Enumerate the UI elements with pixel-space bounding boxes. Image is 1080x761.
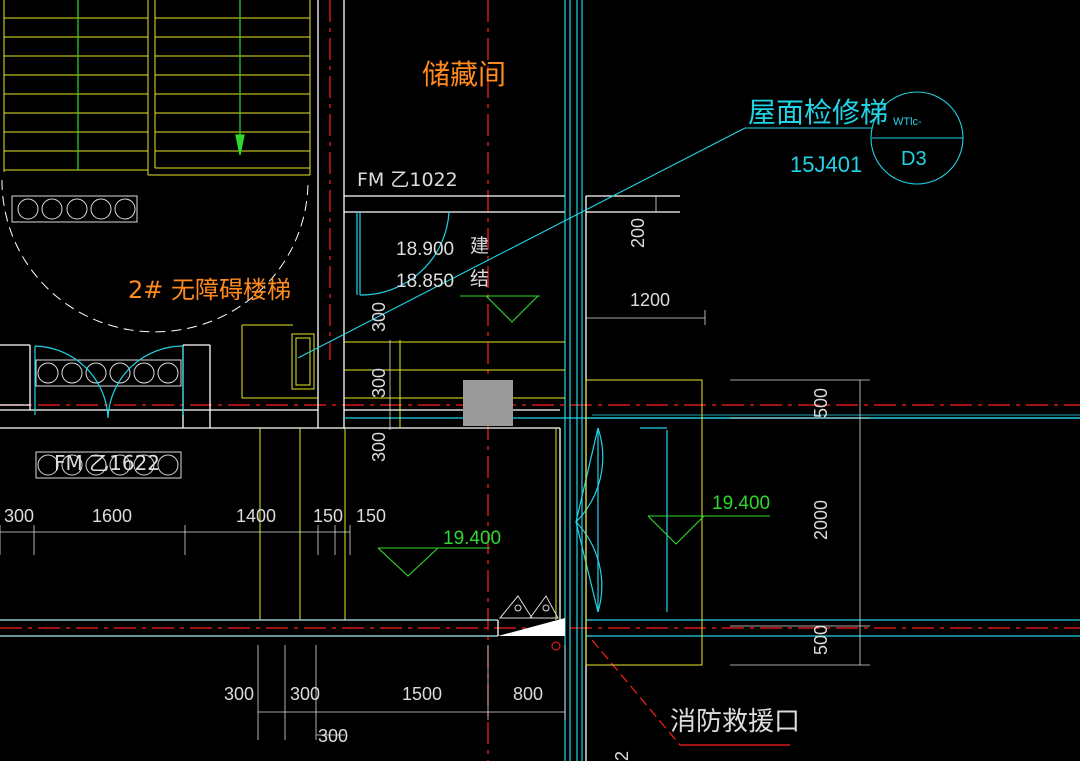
- callout-top: WTlc-: [893, 116, 922, 128]
- door-fm1022-label: FM 乙1022: [357, 169, 458, 191]
- yellow-details: [241, 324, 703, 666]
- stair-treads: [3, 0, 311, 176]
- door-fm1622-label: FM 乙1622: [54, 451, 160, 475]
- dim-300-bot-a: 300: [224, 684, 254, 704]
- dim-150-a: 150: [313, 506, 343, 526]
- elev-arch-label: 18.900: [396, 239, 454, 260]
- dim-1200: 1200: [630, 290, 670, 310]
- door-fm-1622: [34, 345, 184, 419]
- dim-800: 800: [513, 684, 543, 704]
- dim-300-bot-c: 300: [318, 726, 348, 746]
- dim-1600: 1600: [92, 506, 132, 526]
- dim-2000: 2000: [811, 500, 831, 540]
- dim-500-bottom: 500: [811, 625, 831, 655]
- roof-ladder-ref: 15J401: [790, 152, 862, 177]
- stair-direction-arrow: [77, 0, 245, 170]
- door-roof-exit: [575, 427, 668, 613]
- ladder-leader: [297, 91, 964, 359]
- fire-rescue-marks: [498, 595, 565, 651]
- dim-150-b: 150: [356, 506, 386, 526]
- dim-500-top: 500: [811, 388, 831, 418]
- dim-edge-2: 2: [612, 751, 632, 761]
- elevation-marks: [377, 295, 770, 577]
- dim-1500: 1500: [402, 684, 442, 704]
- dim-300-v2: 300: [369, 368, 389, 398]
- dim-300-v1: 300: [369, 302, 389, 332]
- ladder-base-block: [463, 380, 513, 426]
- circle-rows: [11, 195, 182, 479]
- door-fm-1022: [356, 211, 450, 296]
- dim-1400: 1400: [236, 506, 276, 526]
- dim-300-row-a: 300: [4, 506, 34, 526]
- dimension-texts: 1200 300 1600 1400 150 150 300 300 1500 …: [4, 218, 831, 761]
- roof-ladder-label: 屋面检修梯: [748, 96, 888, 129]
- stair-label: 2# 无障碍楼梯: [128, 276, 291, 304]
- arch-char: 建: [470, 235, 489, 257]
- turning-circle: [1, 179, 309, 333]
- dim-300-bot-b: 300: [290, 684, 320, 704]
- elev-struct-label: 18.850: [396, 271, 454, 292]
- labels: 储藏间 屋面检修梯 15J401 WTlc- D3 FM 乙1022 18.90…: [54, 58, 927, 737]
- dimension-lines: [0, 196, 870, 740]
- elev-roof-b: 19.400: [712, 493, 770, 514]
- struct-char: 结: [470, 268, 489, 290]
- dim-300-v3: 300: [369, 432, 389, 462]
- dim-200: 200: [628, 218, 648, 248]
- storage-room-label: 储藏间: [422, 58, 506, 91]
- elev-roof-a: 19.400: [443, 528, 501, 549]
- fire-rescue-label: 消防救援口: [670, 707, 800, 737]
- callout-bottom: D3: [901, 148, 927, 170]
